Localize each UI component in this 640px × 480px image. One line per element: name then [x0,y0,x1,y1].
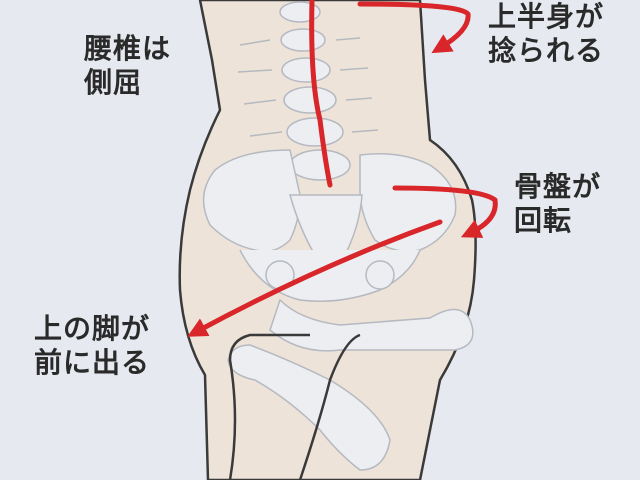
label-lumbar: 腰椎は 側屈 [84,32,171,100]
arrows [187,0,498,337]
pelvis-arrow [392,185,498,238]
label-leg-line2: 前に出る [34,346,151,379]
leg-outline [228,333,361,480]
upper-body-arrow [357,1,471,54]
label-lumbar-line2: 側屈 [84,66,143,99]
label-upper-body-line1: 上半身が [488,0,605,33]
label-pelvis: 骨盤が 回転 [514,170,601,238]
label-upper-body: 上半身が 捻られる [488,0,604,68]
leg-arrow [187,219,443,337]
label-leg-line1: 上の脚が [34,312,151,345]
lumbar-arrow [309,0,333,188]
label-upper-body-line2: 捻られる [488,34,605,67]
label-leg: 上の脚が 前に出る [34,312,150,380]
label-pelvis-line2: 回転 [514,204,573,237]
label-pelvis-line1: 骨盤が [514,170,602,203]
label-lumbar-line1: 腰椎は [84,32,172,65]
lumbar-spine [237,1,379,181]
